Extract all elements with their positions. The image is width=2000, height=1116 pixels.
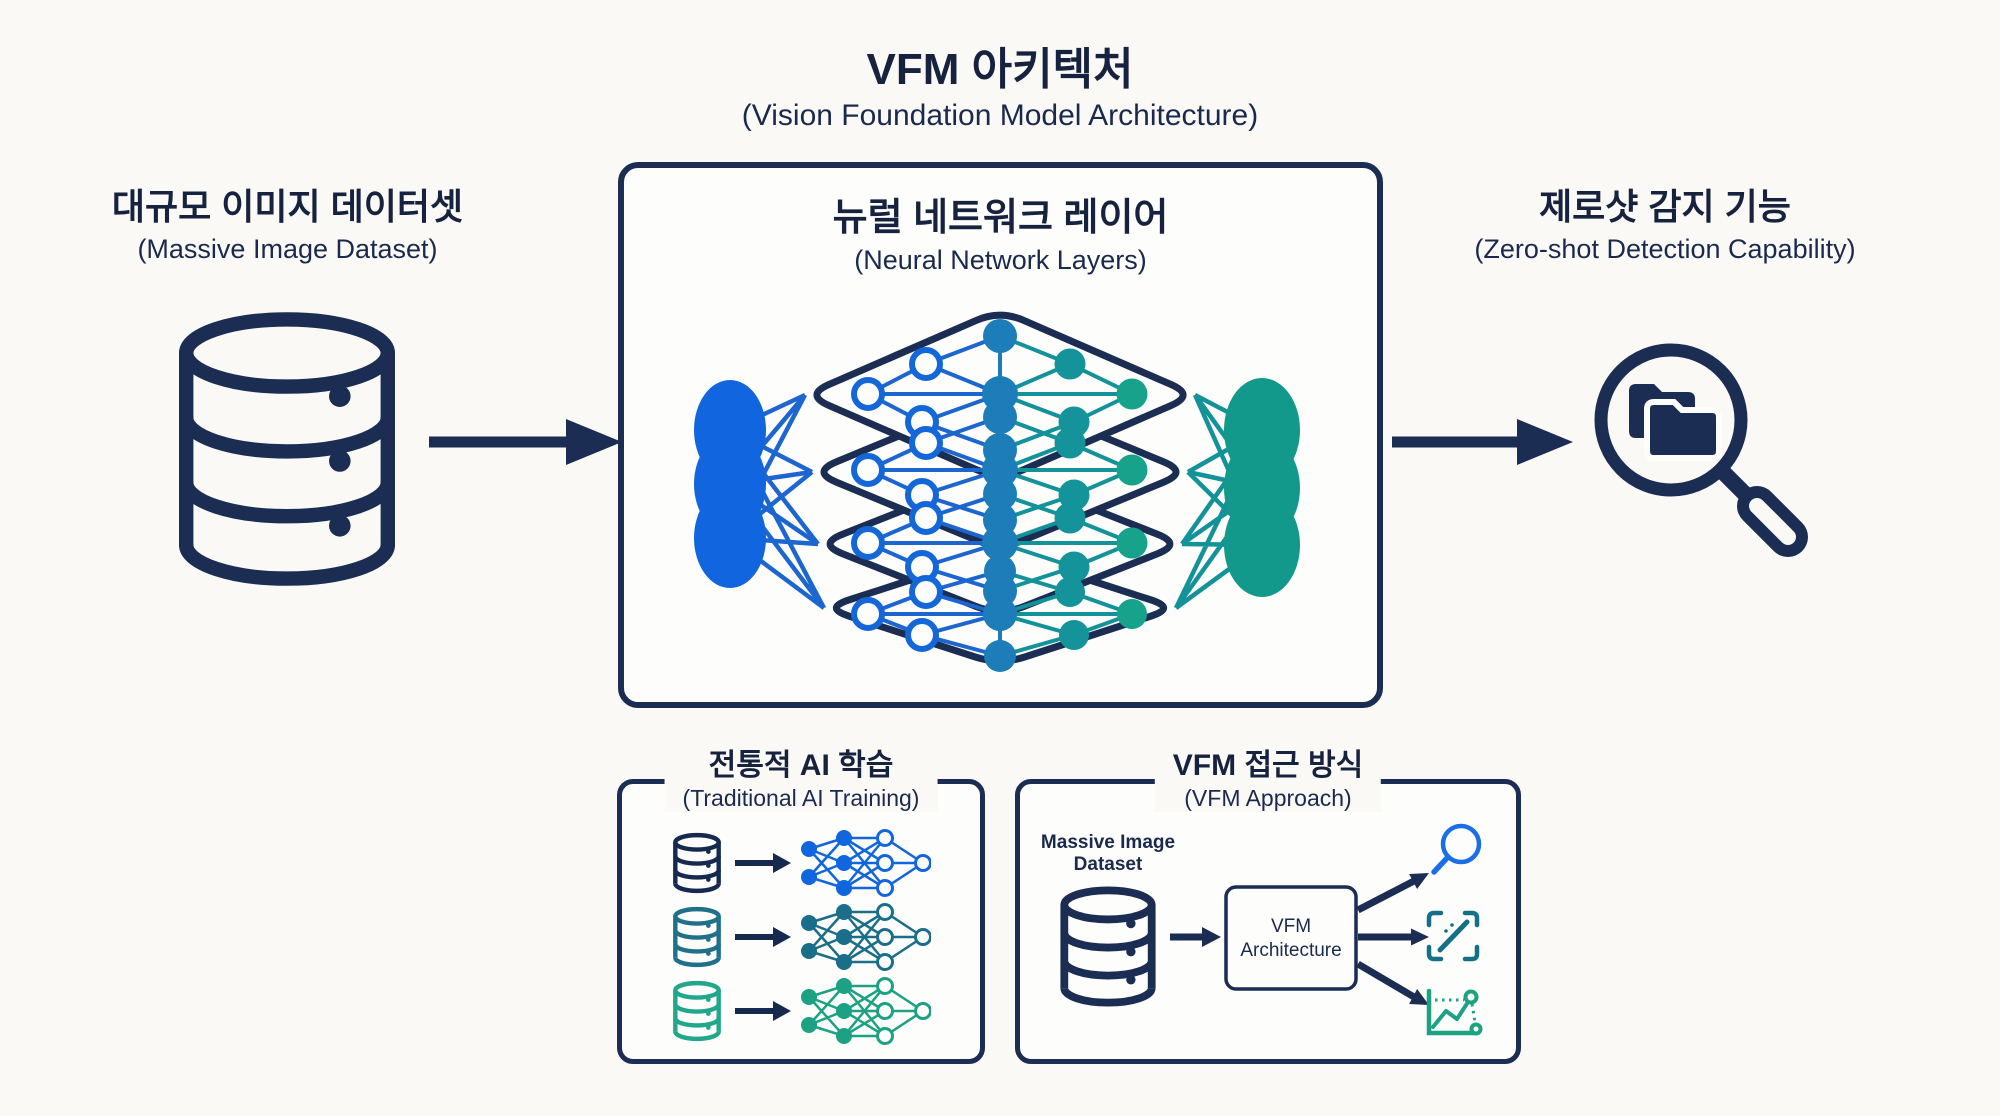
- vfm-architecture-box: VFM Architecture: [1224, 885, 1358, 991]
- search-icon: [1431, 823, 1482, 875]
- vfm-box-line2: Architecture: [1240, 940, 1341, 961]
- output-label-korean: 제로샷 감지 기능: [1539, 186, 1791, 227]
- vfm-title-english: (VFM Approach): [1184, 785, 1352, 811]
- output-stage-label: 제로샷 감지 기능 (Zero-shot Detection Capabilit…: [1415, 184, 1915, 268]
- folder-front-icon: [1644, 399, 1722, 461]
- input-label-english: (Massive Image Dataset): [137, 234, 438, 264]
- fanout-arrows: [1356, 873, 1429, 1005]
- training-row-2: [675, 902, 931, 972]
- traditional-training-panel: 전통적 AI 학습 (Traditional AI Training): [617, 748, 985, 1064]
- traditional-title-english: (Traditional AI Training): [682, 785, 920, 811]
- model-title-english: (Neural Network Layers): [854, 245, 1147, 275]
- input-nodes: [694, 380, 766, 588]
- main-title-korean: VFM 아키텍처: [866, 45, 1134, 94]
- magnifier-folders-icon: [1594, 343, 1808, 557]
- traditional-training-rows: [622, 828, 931, 1046]
- output-label-english: (Zero-shot Detection Capability): [1474, 234, 1856, 264]
- layer-network-4: [851, 555, 1147, 672]
- vfm-title-korean: VFM 접근 방식: [1172, 749, 1364, 782]
- input-label-korean: 대규모 이미지 데이터셋: [111, 186, 464, 227]
- traditional-title-korean: 전통적 AI 학습: [708, 749, 894, 782]
- arrow-input-to-model: [429, 419, 622, 465]
- vfm-box-line1: VFM: [1271, 916, 1311, 937]
- scan-annotate-icon: [1426, 910, 1480, 962]
- vfm-approach-panel: VFM 접근 방식 (VFM Approach) Massive Image D…: [1015, 748, 1521, 1064]
- model-title-korean: 뉴럴 네트워크 레이어: [832, 197, 1169, 239]
- vfm-approach-flow: Massive Image Dataset VFM Architecture: [1041, 823, 1483, 1036]
- database-icon: [167, 300, 407, 598]
- input-fan-lines: [728, 392, 826, 610]
- database-icon: [1064, 890, 1151, 1002]
- arrow-model-to-output: [1392, 419, 1573, 465]
- input-stage-label: 대규모 이미지 데이터셋 (Massive Image Dataset): [55, 184, 520, 268]
- dataset-label-line2: Dataset: [1074, 854, 1143, 875]
- traditional-panel-title: 전통적 AI 학습 (Traditional AI Training): [664, 748, 938, 812]
- main-title-english: (Vision Foundation Model Architecture): [741, 99, 1259, 132]
- main-title: VFM 아키텍처 (Vision Foundation Model Archit…: [0, 44, 2000, 136]
- metrics-chart-icon: [1426, 988, 1483, 1036]
- training-row-1: [675, 828, 931, 898]
- dataset-label-line1: Massive Image: [1041, 832, 1175, 853]
- neural-network-layers-illustration: [694, 311, 1300, 672]
- layer-network-2: [851, 400, 1148, 537]
- vfm-panel-title: VFM 접근 방식 (VFM Approach): [1154, 748, 1382, 812]
- training-row-3: [675, 976, 931, 1046]
- output-nodes: [1224, 378, 1300, 597]
